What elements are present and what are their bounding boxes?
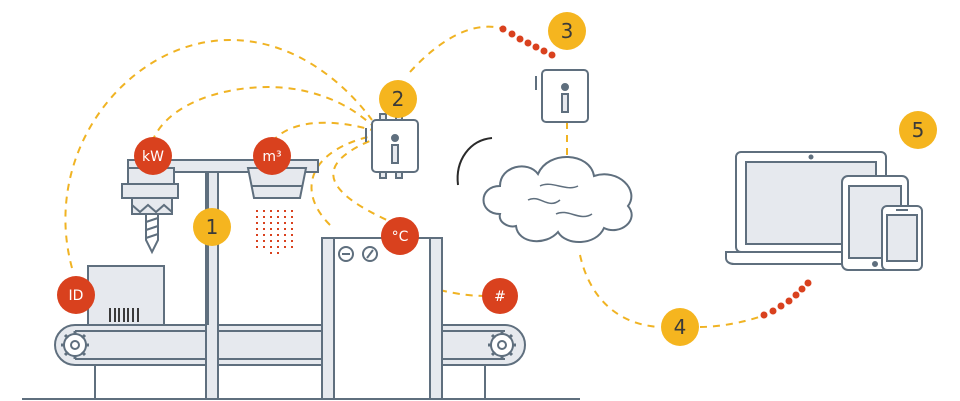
devices [725, 151, 923, 271]
link-c-to-gateway-b [310, 135, 373, 226]
gateway-device [365, 113, 419, 179]
link-count-to-machine [439, 289, 489, 297]
gear-icon [488, 331, 516, 359]
link-step4-to-devices [699, 315, 763, 328]
processing-machine [321, 237, 443, 400]
step-1-label: 1 [206, 215, 219, 239]
badge-id: ID [57, 276, 95, 314]
production-line [22, 159, 580, 400]
drill-bit [145, 213, 159, 255]
signal-arc [456, 137, 493, 186]
badge-kw-label: kW [142, 149, 164, 165]
badge-kw: kW [134, 137, 172, 175]
barcode-icon [109, 308, 139, 322]
step-1-marker: 1 [193, 208, 231, 246]
step-2-label: 2 [392, 87, 405, 111]
badge-id-label: ID [69, 288, 84, 304]
step-3-label: 3 [561, 19, 574, 43]
badge-m3-label: m³ [262, 149, 281, 165]
link-kw-to-gateway [151, 86, 373, 143]
link-id-to-gateway [64, 38, 373, 269]
product-box [87, 265, 165, 326]
badge-count: # [482, 278, 518, 314]
step-markers: 1 2 3 4 5 [193, 12, 937, 346]
badge-m3: m³ [253, 137, 291, 175]
red-dots-device-link [760, 279, 812, 319]
step-4-label: 4 [674, 315, 687, 339]
gateway-device-cloud [535, 69, 589, 123]
link-cloud-to-step4 [579, 254, 661, 328]
step-4-marker: 4 [661, 308, 699, 346]
link-gateway-to-step3 [409, 25, 501, 73]
link-m3-to-gateway [271, 121, 373, 143]
info-i-icon [561, 83, 569, 113]
sensor-badges: ID kW m³ °C # [57, 137, 518, 314]
spray-droplets [256, 210, 293, 256]
badge-count-label: # [494, 289, 506, 305]
step-3-marker: 3 [548, 12, 586, 50]
gear-icon [61, 331, 89, 359]
step-5-marker: 5 [899, 111, 937, 149]
info-i-icon [391, 134, 399, 164]
connection-lines [64, 25, 763, 328]
red-dots-gateway-link [499, 25, 556, 59]
step-2-marker: 2 [379, 80, 417, 118]
smartphone-icon [881, 205, 923, 271]
cloud-icon [482, 156, 633, 244]
badge-celsius-label: °C [392, 229, 409, 245]
badge-celsius: °C [381, 217, 419, 255]
step-5-label: 5 [912, 118, 925, 142]
drill-unit [121, 167, 179, 255]
